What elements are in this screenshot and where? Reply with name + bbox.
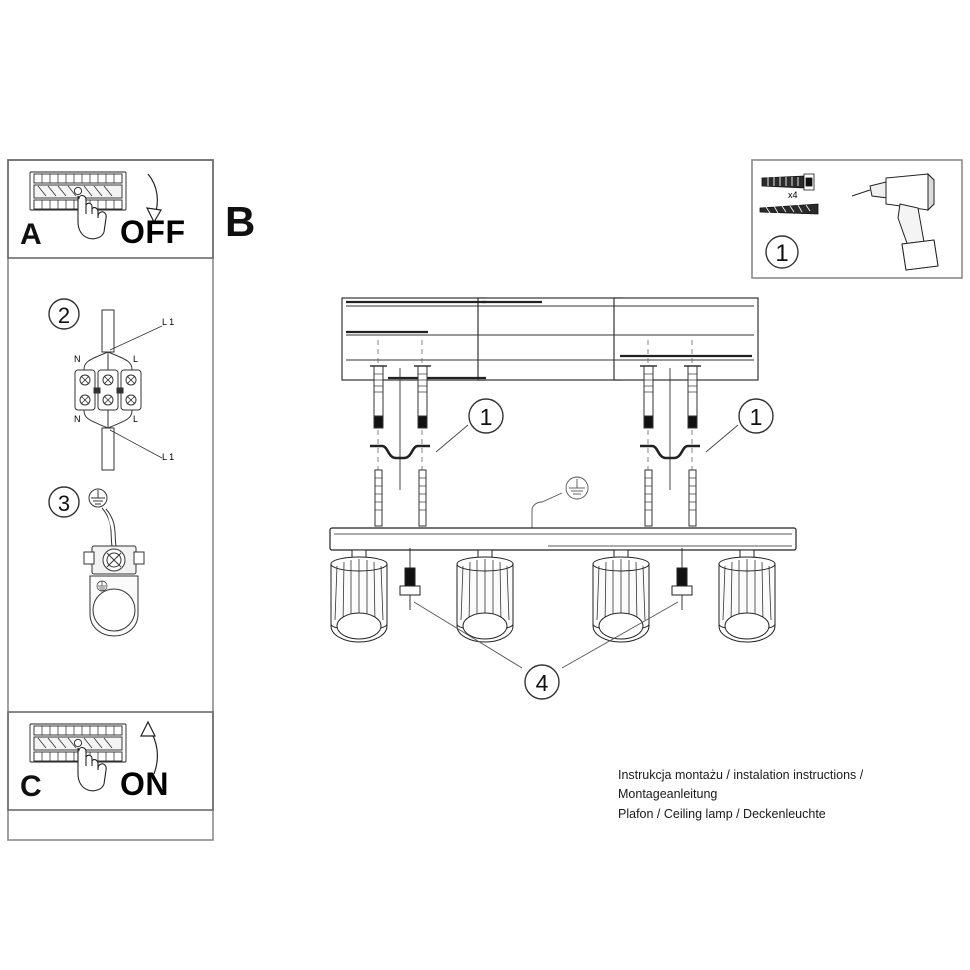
parts-step-number: 1 — [775, 240, 788, 267]
earth-ground-symbol-icon — [88, 488, 108, 508]
spotlight-head — [456, 549, 514, 643]
circuit-breaker-panel-icon — [29, 723, 127, 763]
mounting-assembly-left — [370, 340, 504, 527]
terminal-label-n-top: N — [74, 354, 81, 364]
terminal-label-l-top: L — [133, 354, 139, 364]
panel-a: A OFF — [8, 160, 213, 258]
panel-b-label: B — [225, 198, 256, 245]
panel-c-graphic — [29, 720, 158, 792]
mount-right-step-number: 1 — [750, 404, 763, 430]
mounting-assembly-right — [640, 340, 774, 527]
ceiling-lamp-bar — [329, 527, 797, 551]
wiring-step-number: 2 — [58, 303, 70, 328]
wiring-graphic: 2 — [48, 298, 163, 471]
caption-line-2: Plafon / Ceiling lamp / Deckenleuchte — [618, 806, 826, 821]
screw-icon — [759, 203, 819, 215]
fixing-step-badge — [524, 664, 560, 700]
arrow-down-curved-icon — [145, 173, 162, 224]
main-assembly-diagram: 1 — [329, 297, 797, 700]
panel-a-action-text: OFF — [120, 214, 186, 250]
step-badge-circle — [765, 235, 799, 269]
panel-a-graphic — [29, 171, 162, 240]
fixing-screw — [671, 548, 693, 610]
mount-left-step-number: 1 — [480, 404, 493, 430]
terminal-label-l-bottom: L — [133, 414, 139, 424]
arrow-up-curved-icon — [140, 720, 158, 775]
pointing-hand-icon — [77, 195, 107, 240]
fixing-step-number: 4 — [536, 670, 549, 696]
parts-quantity-label: x4 — [788, 190, 798, 200]
parts-panel: 1 x4 — [752, 160, 962, 278]
spotlight-head — [718, 549, 776, 643]
spotlight-head — [592, 549, 650, 643]
panel-a-label: A — [20, 218, 42, 251]
spotlight-head — [330, 549, 388, 643]
terminal-label-n-bottom: N — [74, 414, 81, 424]
earth-step-number: 3 — [58, 491, 70, 516]
step-2-wiring: 2 — [40, 292, 215, 472]
terminal-label-l1-top: L 1 — [162, 317, 175, 327]
power-drill-icon — [851, 172, 939, 271]
earth-graphic: 3 — [48, 486, 145, 637]
panel-c-label: C — [20, 770, 42, 803]
panel-c-action-text: ON — [120, 766, 169, 802]
ground-callout — [531, 476, 589, 528]
parts-graphic: 1 — [759, 172, 939, 271]
pointing-hand-icon — [77, 747, 107, 792]
wall-plug-anchor-icon — [761, 173, 815, 191]
terminal-label-l1-bottom: L 1 — [162, 452, 175, 462]
step-3-earth: 3 — [40, 478, 215, 643]
caption-block: Instrukcja montażu / instalation instruc… — [618, 766, 963, 824]
fixing-screw — [399, 548, 421, 610]
panel-c: C ON — [8, 712, 213, 810]
caption-line-1: Instrukcja montażu / instalation instruc… — [618, 768, 864, 802]
ceiling-structure — [341, 297, 759, 381]
